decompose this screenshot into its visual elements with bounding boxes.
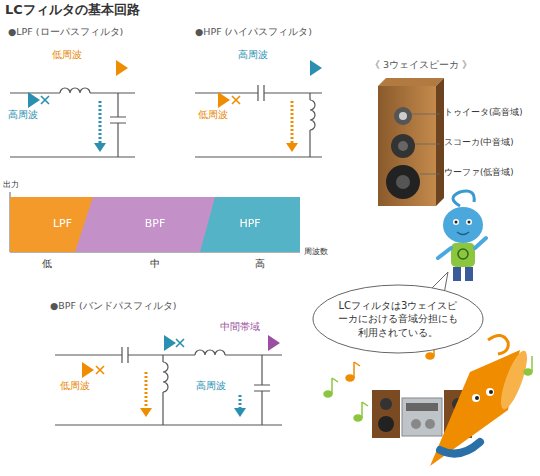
node-text-block: LCフィルタは3ウェイスピーカにおける音域分担にも利用されている。	[334, 299, 462, 340]
node-text: BPF	[145, 217, 166, 232]
node-text-block: BPF	[145, 217, 166, 232]
hpf-arrows	[195, 68, 314, 146]
chart-axes	[10, 192, 300, 252]
bubble-outline	[313, 285, 483, 353]
speech-bubble: LCフィルタは3ウェイスピーカにおける音域分担にも利用されている。	[312, 284, 484, 354]
bpf-arrows	[55, 339, 272, 411]
section-heading: ●HPF (ハイパスフィルタ)	[195, 27, 312, 38]
signal-label: 高周波	[8, 109, 38, 121]
section-heading: ●LPF (ローパスフィルタ)	[8, 27, 123, 38]
node-text: LCフィルタは3ウェイスピーカにおける音域分担にも利用されている。	[334, 299, 462, 340]
music-notes	[324, 340, 532, 421]
part-label: スコーカ(中音域)	[444, 138, 514, 148]
figure-heading: 《 3ウェイスピーカ 》	[370, 60, 472, 71]
node-text: HPF	[239, 217, 260, 232]
node-text: LPF	[53, 217, 72, 232]
lpf-arrows	[8, 68, 120, 146]
frequency-band: HPF	[200, 197, 300, 252]
part-label: ウーファ(低音域)	[444, 168, 514, 178]
bpf-circuit	[55, 347, 282, 425]
signal-label: 高周波	[196, 380, 226, 392]
megaphone-character	[430, 335, 532, 466]
signal-label: 高周波	[238, 49, 268, 61]
signal-label: 中間帯域	[220, 321, 260, 333]
band-fill	[200, 197, 300, 252]
hpf-circuit	[195, 85, 322, 157]
signal-label: 低周波	[60, 380, 90, 392]
title: LCフィルタの基本回路	[5, 3, 140, 18]
leader-lines	[412, 114, 440, 174]
signal-label: 低周波	[198, 109, 228, 121]
signal-label: 低周波	[52, 49, 82, 61]
node-text-block: LPF	[53, 217, 72, 232]
axis-tick: 中	[150, 259, 160, 270]
axis-label: 出力	[3, 180, 19, 189]
axis-tick: 高	[255, 259, 265, 270]
section-heading: ●BPF (バンドパスフィルタ)	[50, 301, 176, 312]
blue-character	[438, 191, 486, 281]
speaker-cabinet	[378, 78, 444, 206]
axis-tick: 低	[42, 259, 52, 270]
node-text-block: HPF	[239, 217, 260, 232]
part-label: トゥイータ(高音域)	[444, 108, 523, 118]
axis-label: 周波数	[304, 247, 328, 256]
